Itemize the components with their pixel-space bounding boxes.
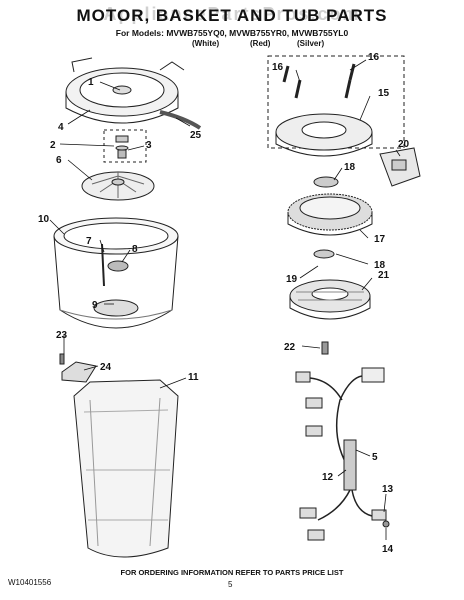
ordering-note: FOR ORDERING INFORMATION REFER TO PARTS … bbox=[120, 568, 344, 577]
callout-18b: 18 bbox=[374, 260, 386, 271]
stator bbox=[289, 279, 371, 320]
callout-11: 11 bbox=[188, 372, 199, 383]
callout-16a: 16 bbox=[272, 62, 284, 73]
outer-tub bbox=[73, 379, 179, 558]
callout-24: 24 bbox=[100, 362, 112, 373]
callout-12: 12 bbox=[322, 472, 334, 483]
callout-14: 14 bbox=[382, 544, 394, 555]
models-line: For Models: MVWB755YQ0, MVWB755YR0, MVWB… bbox=[115, 28, 349, 38]
callout-22: 22 bbox=[284, 342, 296, 353]
bracket bbox=[59, 353, 97, 383]
callout-6: 6 bbox=[56, 155, 62, 166]
rotor bbox=[287, 193, 373, 236]
page-number: 5 bbox=[228, 580, 233, 589]
callout-19: 19 bbox=[286, 274, 298, 285]
hose-part bbox=[159, 110, 202, 130]
bolt bbox=[321, 341, 329, 355]
callout-17: 17 bbox=[374, 234, 386, 245]
callout-2: 2 bbox=[50, 140, 56, 151]
bearing-upper bbox=[313, 176, 339, 188]
wash-basket bbox=[53, 217, 179, 329]
callout-5: 5 bbox=[372, 452, 378, 463]
hub-hardware bbox=[115, 135, 129, 159]
callout-10: 10 bbox=[38, 214, 50, 225]
callout-3: 3 bbox=[146, 140, 152, 151]
callout-4: 4 bbox=[58, 122, 64, 133]
callout-20: 20 bbox=[398, 139, 410, 150]
callouts: 1 4 2 3 6 25 10 7 8 9 23 24 11 16 16 15 … bbox=[38, 52, 410, 555]
page-title: MOTOR, BASKET AND TUB PARTS bbox=[76, 6, 388, 25]
callout-25: 25 bbox=[190, 130, 202, 141]
callout-23: 23 bbox=[56, 330, 68, 341]
motor-mount bbox=[275, 63, 373, 157]
callout-18a: 18 bbox=[344, 162, 356, 173]
callout-21: 21 bbox=[378, 270, 390, 281]
document-number: W10401556 bbox=[8, 578, 52, 587]
color-silver: (Silver) bbox=[297, 39, 325, 48]
callout-13: 13 bbox=[382, 484, 394, 495]
impeller bbox=[81, 171, 155, 201]
callout-9: 9 bbox=[92, 300, 98, 311]
wire-harness bbox=[295, 367, 390, 541]
leader-lines bbox=[49, 59, 401, 540]
callout-16b: 16 bbox=[368, 52, 380, 63]
bearing-lower bbox=[313, 249, 335, 259]
tub-cover bbox=[65, 57, 185, 124]
color-white: (White) bbox=[192, 39, 220, 48]
callout-15: 15 bbox=[378, 88, 390, 99]
callout-7: 7 bbox=[86, 236, 92, 247]
callout-1: 1 bbox=[88, 77, 94, 88]
callout-8: 8 bbox=[132, 244, 138, 255]
shifter-actuator bbox=[379, 147, 421, 187]
color-red: (Red) bbox=[250, 39, 271, 48]
watermark: AppliancePartsPros.com bbox=[103, 4, 361, 24]
